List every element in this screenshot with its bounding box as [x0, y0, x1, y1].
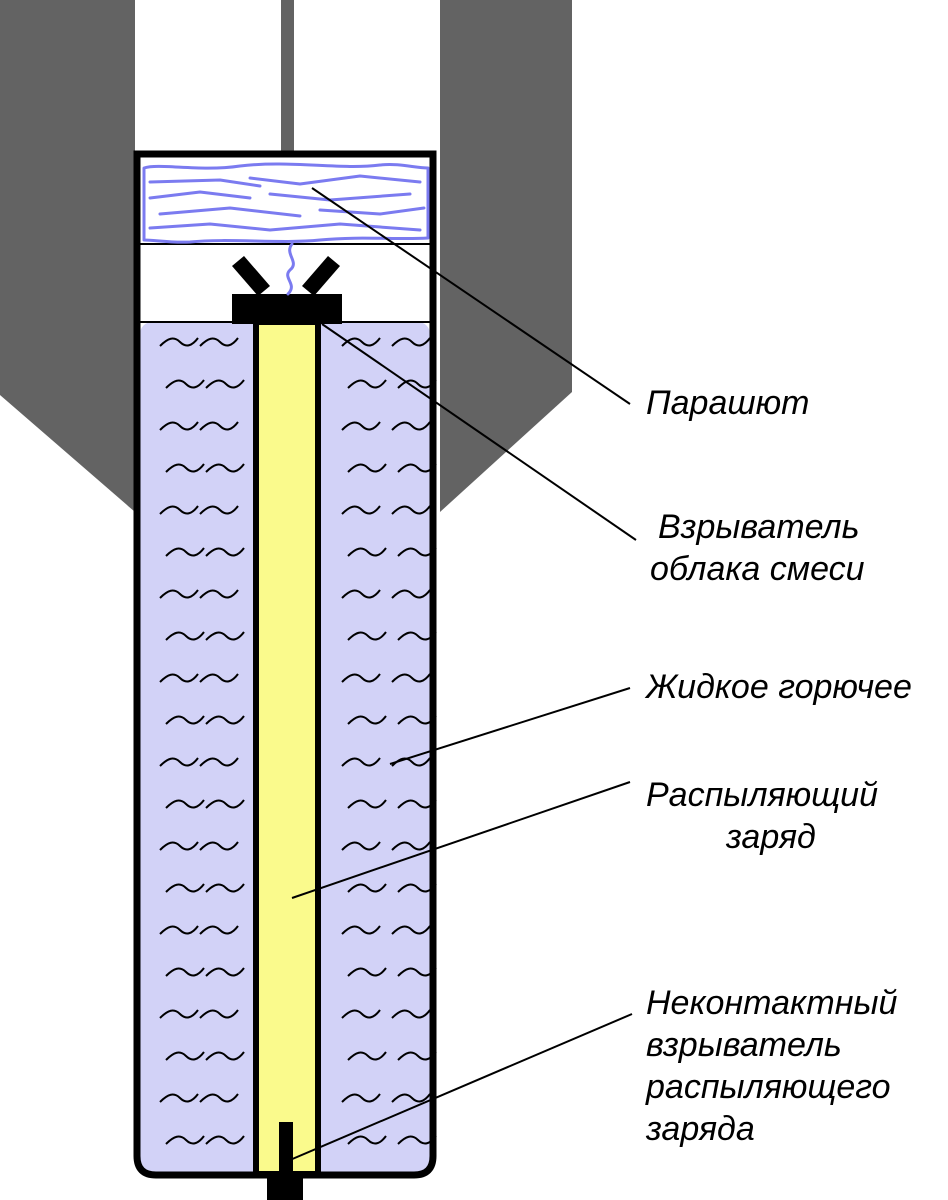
liquid-wave-mark: [165, 547, 205, 557]
liquid-wave-mark: [199, 505, 239, 515]
liquid-wave-mark: [199, 673, 239, 683]
liquid-wave-mark: [347, 631, 387, 641]
liquid-wave-mark: [347, 547, 387, 557]
liquid-wave-mark: [347, 715, 387, 725]
liquid-wave-mark: [391, 589, 431, 599]
liquid-wave-mark: [199, 841, 239, 851]
liquid-wave-mark: [341, 1093, 381, 1103]
liquid-wave-mark: [165, 883, 205, 893]
proximity-fuze: [267, 1122, 303, 1200]
liquid-wave-mark: [165, 1051, 205, 1061]
liquid-wave-mark: [159, 337, 199, 347]
liquid-wave-mark: [347, 463, 387, 473]
carrier-body: [0, 0, 572, 512]
liquid-wave-mark: [341, 673, 381, 683]
liquid-wave-mark: [347, 967, 387, 977]
liquid-wave-mark: [341, 421, 381, 431]
liquid-wave-mark: [199, 925, 239, 935]
liquid-wave-mark: [165, 799, 205, 809]
liquid-wave-mark: [165, 463, 205, 473]
cloud-fuze: [232, 256, 342, 324]
liquid-waves: [159, 337, 437, 1145]
liquid-wave-mark: [159, 505, 199, 515]
liquid-wave-mark: [159, 1093, 199, 1103]
liquid-wave-mark: [341, 841, 381, 851]
liquid-wave-mark: [165, 715, 205, 725]
liquid-wave-mark: [205, 799, 245, 809]
liquid-wave-mark: [391, 925, 431, 935]
leader-parachute: [311, 187, 631, 405]
liquid-wave-mark: [391, 505, 431, 515]
label-liquid-fuel: Жидкое горючее: [646, 668, 912, 706]
liquid-wave-mark: [391, 1009, 431, 1019]
liquid-wave-mark: [205, 967, 245, 977]
label-proximity-fuze: Неконтактный взрыватель распыляющего зар…: [646, 984, 898, 1148]
dispersal-charge-body: [253, 319, 321, 1177]
liquid-wave-mark: [341, 589, 381, 599]
liquid-wave-mark: [159, 1009, 199, 1019]
right-fin: [440, 0, 572, 512]
liquid-wave-mark: [199, 1093, 239, 1103]
casing-outline: [133, 150, 437, 1179]
liquid-wave-mark: [391, 421, 431, 431]
liquid-wave-mark: [159, 589, 199, 599]
liquid-wave-mark: [347, 1051, 387, 1061]
liquid-wave-mark: [347, 883, 387, 893]
liquid-wave-mark: [199, 1009, 239, 1019]
liquid-wave-mark: [347, 799, 387, 809]
liquid-wave-mark: [205, 463, 245, 473]
suspension-rod: [281, 0, 294, 154]
liquid-wave-mark: [199, 337, 239, 347]
liquid-wave-mark: [205, 379, 245, 389]
liquid-wave-mark: [159, 757, 199, 767]
parachute-pack: [142, 162, 430, 296]
liquid-wave-mark: [159, 841, 199, 851]
liquid-wave-mark: [159, 421, 199, 431]
leader-liquid-fuel: [389, 687, 631, 765]
liquid-wave-mark: [205, 631, 245, 641]
leader-cloud-fuze: [321, 323, 637, 541]
liquid-wave-mark: [391, 841, 431, 851]
liquid-wave-mark: [341, 925, 381, 935]
liquid-wave-mark: [341, 337, 381, 347]
liquid-wave-mark: [391, 1093, 431, 1103]
liquid-wave-mark: [341, 1009, 381, 1019]
liquid-wave-mark: [205, 1135, 245, 1145]
label-parachute: Парашют: [646, 384, 810, 422]
label-cloud-fuze: Взрыватель облака смеси: [650, 508, 865, 588]
left-fin: [0, 0, 135, 512]
label-dispersal-charge: Распыляющий заряд: [646, 776, 878, 856]
liquid-wave-mark: [159, 925, 199, 935]
liquid-wave-mark: [391, 337, 431, 347]
liquid-wave-mark: [347, 379, 387, 389]
liquid-wave-mark: [205, 715, 245, 725]
liquid-wave-mark: [205, 883, 245, 893]
liquid-wave-mark: [205, 1051, 245, 1061]
liquid-wave-mark: [199, 757, 239, 767]
liquid-wave-mark: [199, 421, 239, 431]
liquid-wave-mark: [341, 505, 381, 515]
liquid-wave-mark: [165, 379, 205, 389]
liquid-wave-mark: [341, 757, 381, 767]
leader-proximity-fuze: [289, 1013, 633, 1161]
liquid-wave-mark: [347, 1135, 387, 1145]
liquid-wave-mark: [165, 1135, 205, 1145]
liquid-wave-mark: [159, 673, 199, 683]
liquid-wave-mark: [165, 967, 205, 977]
liquid-wave-mark: [391, 673, 431, 683]
liquid-wave-mark: [199, 589, 239, 599]
liquid-wave-mark: [205, 547, 245, 557]
leader-dispersal-charge: [291, 781, 631, 899]
liquid-wave-mark: [165, 631, 205, 641]
